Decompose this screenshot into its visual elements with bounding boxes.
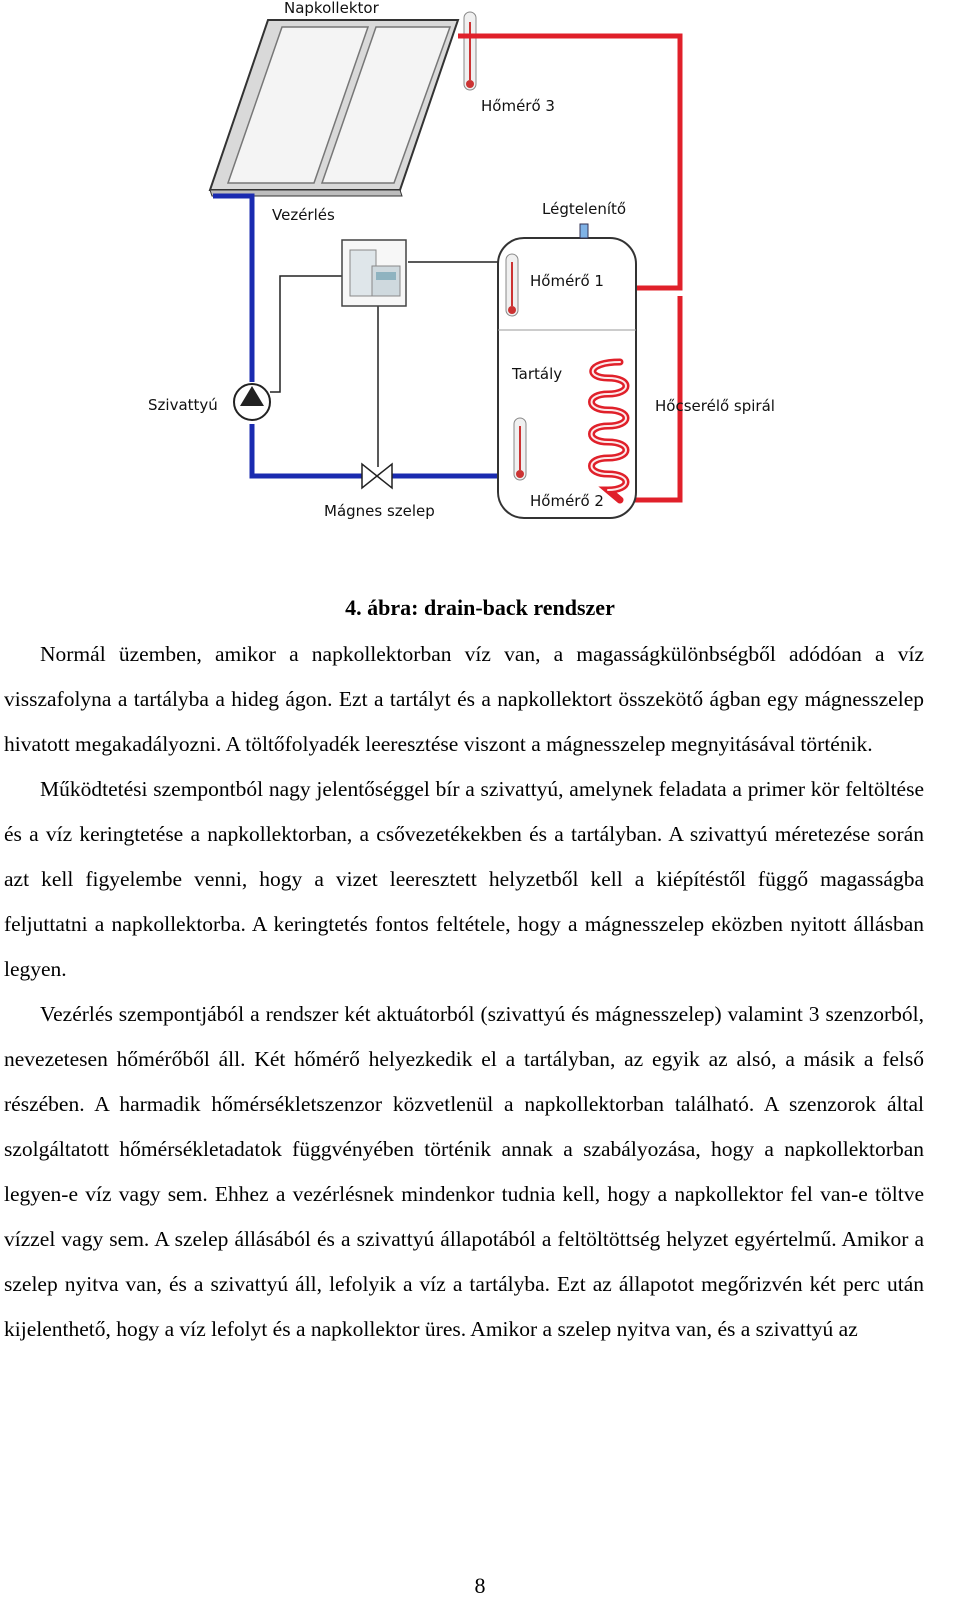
- page-number: 8: [474, 1573, 486, 1598]
- label-thermometer-1: Hőmérő 1: [530, 272, 604, 290]
- air-vent-icon: [579, 223, 589, 239]
- label-heat-coil: Hőcserélő spirál: [655, 397, 775, 415]
- paragraph: Működtetési szempontból nagy jelentőségg…: [4, 777, 924, 981]
- solar-collector: [208, 19, 460, 197]
- solenoid-valve-icon: [361, 462, 393, 490]
- label-air-vent: Légtelenítő: [542, 200, 626, 218]
- controller-icon: [341, 239, 407, 307]
- body-text: Normál üzemben, amikor a napkollektorban…: [4, 632, 924, 1352]
- label-tank: Tartály: [511, 365, 562, 383]
- label-controller: Vezérlés: [272, 206, 335, 224]
- drain-back-diagram: Napkollektor Hőmérő 3 Vezérlés Légtelení…: [148, 0, 775, 520]
- paragraph: Normál üzemben, amikor a napkollektorban…: [4, 642, 924, 756]
- pump-icon: [233, 383, 271, 421]
- label-thermometer-2: Hőmérő 2: [530, 492, 604, 510]
- thermometer-3-icon: [463, 11, 477, 91]
- label-solenoid-valve: Mágnes szelep: [324, 502, 435, 520]
- thermometer-1-icon: [505, 253, 519, 317]
- thermometer-2-icon: [513, 417, 527, 481]
- label-pump: Szivattyú: [148, 396, 218, 414]
- paragraph: Vezérlés szempontjából a rendszer két ak…: [4, 1002, 924, 1341]
- storage-tank: [497, 237, 637, 519]
- label-collector: Napkollektor: [284, 0, 380, 17]
- figure-caption: 4. ábra: drain-back rendszer: [345, 595, 615, 620]
- label-thermometer-3: Hőmérő 3: [481, 97, 555, 115]
- cold-pipe: [213, 193, 500, 479]
